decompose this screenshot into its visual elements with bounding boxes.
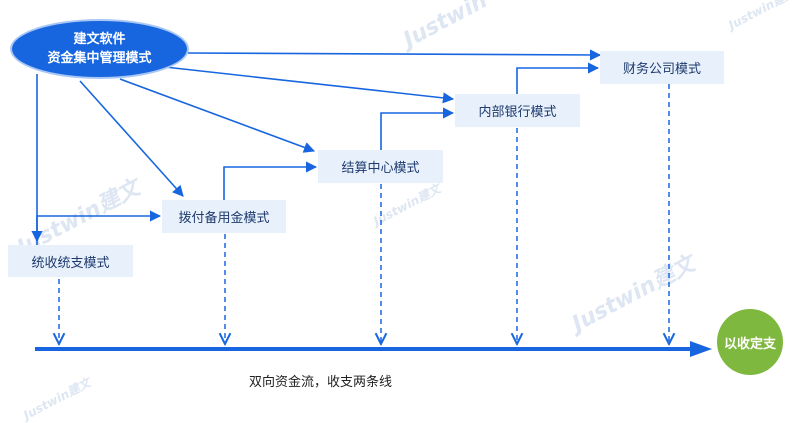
center-node-ellipse: 建文软件 资金集中管理模式 — [12, 21, 187, 77]
step-internal-bank-to-finance-company — [516, 62, 600, 95]
step-imprest-to-settlement — [223, 161, 318, 201]
arrow-to-settlement — [119, 78, 316, 153]
step-settlement-to-internal-bank — [380, 107, 455, 155]
arrow-to-imprest — [79, 80, 184, 197]
step-unified-to-imprest — [36, 210, 162, 246]
arrow-to-internal-bank — [164, 66, 455, 104]
center-node-line2: 资金集中管理模式 — [47, 51, 152, 66]
mode-box-settlement: 结算中心模式 — [318, 150, 443, 183]
mode-box-internal-bank: 内部银行模式 — [455, 94, 580, 127]
mode-box-unified: 统收统支模式 — [8, 245, 133, 277]
flow-lines — [31, 49, 712, 357]
arrow-to-finance-company — [186, 49, 602, 61]
main-flow-arrowhead — [690, 341, 712, 357]
target-node-circle: 以收定支 — [717, 309, 783, 375]
center-node-line1: 建文软件 — [73, 32, 126, 47]
mode-box-imprest: 拨付备用金模式 — [162, 200, 286, 233]
caption-text: 双向资金流，收支两条线 — [249, 375, 393, 390]
mode-box-finance-company: 财务公司模式 — [600, 51, 724, 84]
